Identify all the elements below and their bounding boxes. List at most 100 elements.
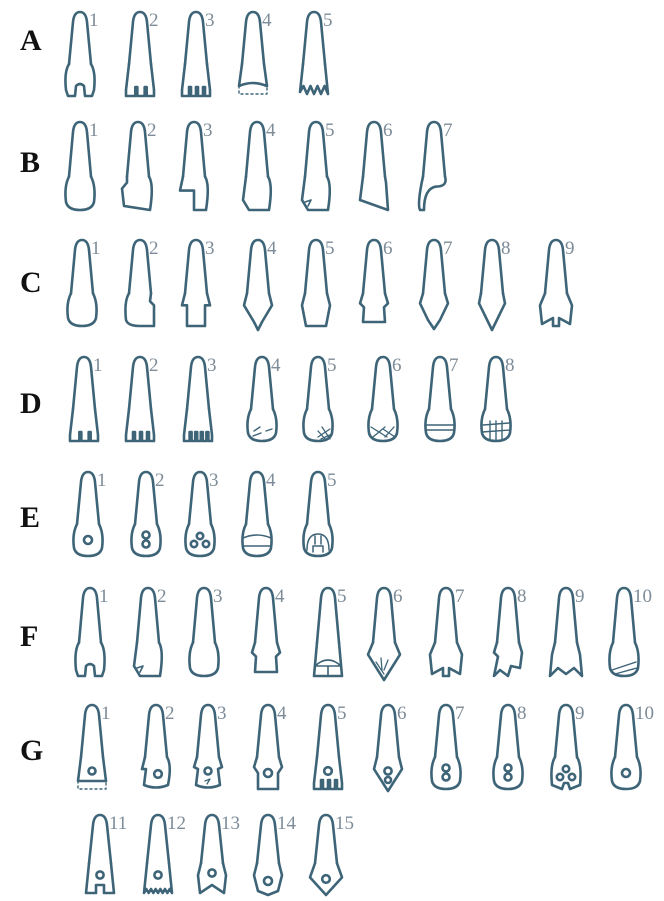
tooth-B7 [417,120,447,212]
row-label-A: A [20,24,42,57]
tooth-C2 [124,238,156,328]
tooth-F1 [74,586,106,678]
tooth-G8 [492,703,524,791]
tooth-number: 2 [149,10,159,31]
tooth-D4 [246,355,278,443]
tooth-G14 [252,813,284,897]
tooth-number: 6 [397,703,407,724]
tooth-C7 [418,238,450,331]
tooth-number: 6 [393,586,403,607]
tooth-number: 9 [565,238,575,259]
tooth-number: 7 [443,238,453,259]
tooth-number: 8 [505,355,515,376]
tooth-D8 [480,355,512,443]
tooth-number: 4 [266,470,276,491]
tooth-G1 [76,703,108,790]
tooth-number: 12 [167,813,186,834]
tooth-G3 [192,703,224,789]
tooth-C1 [66,238,98,328]
tooth-number: 3 [217,703,227,724]
tooth-E3 [184,470,216,558]
tooth-B3 [178,120,210,212]
tooth-D7 [424,355,456,443]
tooth-number: 6 [383,238,393,259]
tooth-E1 [72,470,104,558]
row-label-C: C [20,266,42,299]
tooth-F7 [428,586,464,678]
tooth-G2 [140,703,172,789]
tooth-G11 [84,813,116,895]
row-label-E: E [20,501,40,534]
tooth-number: 5 [337,703,347,724]
tooth-number: 2 [147,120,157,141]
tooth-D5 [302,355,334,443]
tooth-G5 [312,703,344,791]
tooth-number: 6 [383,120,393,141]
tooth-G15 [308,813,344,897]
tooth-number: 4 [262,10,272,31]
tooth-B4 [241,120,273,212]
tooth-number: 3 [209,470,219,491]
tooth-number: 3 [205,238,215,259]
tooth-number: 14 [277,813,297,834]
tooth-C9 [538,238,574,328]
tooth-number: 10 [635,703,654,724]
tooth-G7 [430,703,462,791]
tooth-F8 [492,586,524,678]
tooth-number: 2 [157,586,167,607]
tooth-number: 1 [99,586,109,607]
tooth-G10 [610,703,642,791]
row-label-F: F [20,620,38,653]
tooth-G9 [550,703,582,791]
tooth-D2 [124,355,156,443]
tooth-F4 [250,586,282,674]
tooth-number: 2 [155,470,165,491]
tooth-number: 4 [267,238,277,259]
tooth-F10 [608,586,640,678]
tooth-number: 3 [205,10,215,31]
tooth-number: 1 [97,470,107,491]
tooth-G12 [142,813,174,895]
row-label-G: G [20,734,43,767]
tooth-number: 5 [327,470,337,491]
tooth-number: 7 [455,586,465,607]
tooth-number: 1 [101,703,111,724]
tooth-number: 1 [89,120,99,141]
tooth-C3 [180,238,212,328]
tooth-number: 5 [327,355,337,376]
tooth-number: 1 [93,355,103,376]
tooth-F2 [132,586,164,678]
tooth-number: 8 [517,703,527,724]
tooth-G6 [372,703,404,793]
tooth-D6 [367,355,399,443]
tooth-C8 [477,238,507,332]
tooth-number: 15 [335,813,354,834]
tooth-number: 1 [91,238,101,259]
tooth-number: 2 [149,238,159,259]
tooth-number: 1 [89,10,99,31]
tooth-E2 [130,470,162,558]
tooth-number: 3 [203,120,213,141]
tooth-E5 [302,470,334,558]
tooth-number: 5 [337,586,347,607]
tooth-number: 5 [325,238,335,259]
tooth-number: 3 [207,355,217,376]
tooth-number: 9 [575,703,585,724]
tooth-number: 5 [325,120,335,141]
tooth-F3 [188,586,220,678]
tooth-C4 [242,238,274,332]
tooth-A2 [124,10,156,98]
row-label-D: D [20,387,42,420]
tooth-number: 4 [266,120,276,141]
tooth-number: 13 [221,813,240,834]
tooth-A4 [237,10,269,95]
tooth-number: 5 [323,10,333,31]
tooth-D3 [182,355,214,443]
tooth-F9 [548,586,584,678]
tooth-A5 [298,10,330,96]
tooth-E4 [241,470,273,558]
tooth-number: 4 [275,586,285,607]
tooth-F5 [312,586,344,678]
tooth-A3 [180,10,212,98]
